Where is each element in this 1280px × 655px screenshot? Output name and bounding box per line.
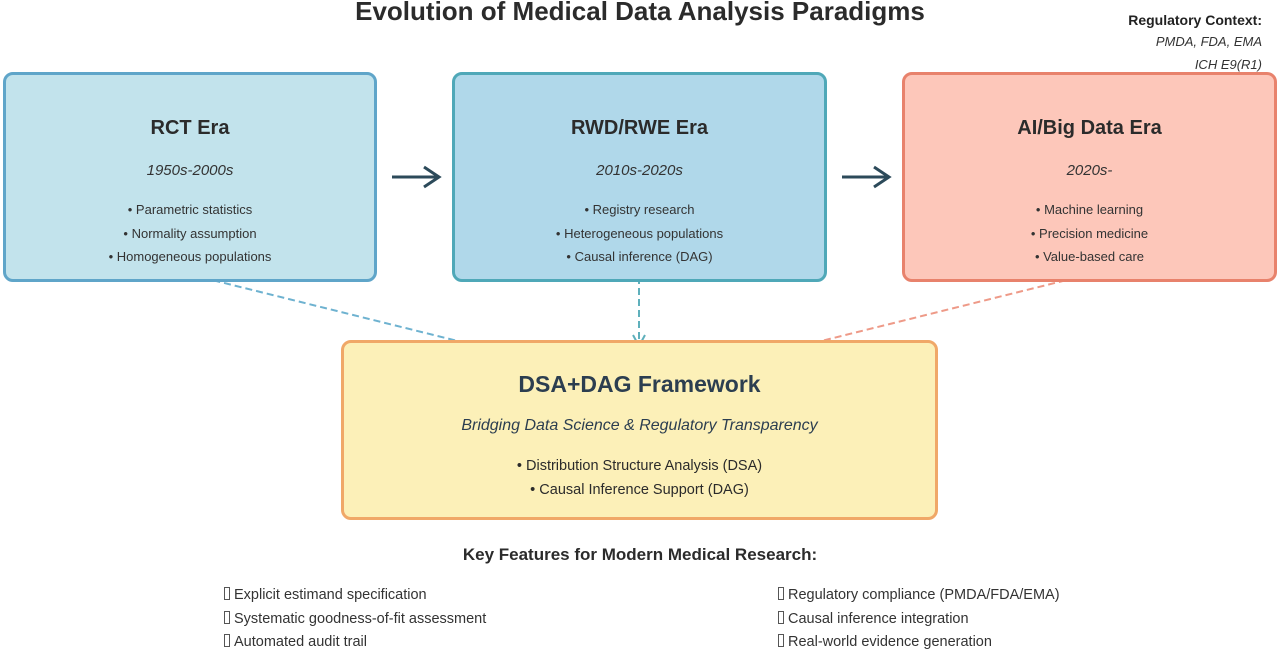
- era-item: • Precision medicine: [1030, 225, 1149, 241]
- regulatory-heading: Regulatory Context:: [1128, 12, 1262, 28]
- feature-label: Regulatory compliance (PMDA/FDA/EMA): [788, 587, 1060, 603]
- era-box-ai: AI/Big Data Era 2020s- • Machine learnin…: [902, 72, 1277, 282]
- feature-item: Regulatory compliance (PMDA/FDA/EMA): [778, 584, 1060, 608]
- feature-item: Causal inference integration: [778, 608, 1060, 632]
- era-item: • Homogeneous populations: [108, 249, 272, 264]
- era-item: • Parametric statistics: [127, 202, 253, 217]
- feature-label: Explicit estimand specification: [234, 587, 427, 603]
- framework-title: DSA+DAG Framework: [518, 371, 761, 397]
- box-glyph-icon: [224, 610, 230, 624]
- era-items: • Machine learning • Precision medicine …: [905, 198, 1274, 269]
- feature-label: Real-world evidence generation: [788, 634, 992, 650]
- regulatory-line: PMDA, FDA, EMA: [1155, 34, 1262, 49]
- dashed-connector-rct: [191, 274, 495, 351]
- era-period: 2020s-: [1066, 162, 1113, 179]
- era-period: 2010s-2020s: [596, 162, 683, 179]
- framework-item: • Causal Inference Support (DAG): [530, 481, 749, 498]
- era-title: RWD/RWE Era: [570, 117, 709, 139]
- era-title: AI/Big Data Era: [1017, 117, 1162, 139]
- regulatory-line: ICH E9(R1): [1194, 57, 1262, 72]
- arrow-rwd-to-ai-head: [873, 165, 892, 189]
- arrow-rct-to-rwd-head: [423, 165, 442, 189]
- era-box-rwd: RWD/RWE Era 2010s-2020s • Registry resea…: [452, 72, 827, 282]
- era-item: • Causal inference (DAG): [566, 249, 713, 264]
- feature-item: Explicit estimand specification: [224, 584, 486, 608]
- era-item: • Machine learning: [1035, 202, 1144, 217]
- era-period: 1950s-2000s: [146, 162, 234, 179]
- era-title: RCT Era: [150, 117, 230, 139]
- dashed-connector-ai: [784, 274, 1088, 351]
- era-item: • Normality assumption: [123, 225, 257, 241]
- framework-box: DSA+DAG Framework Bridging Data Science …: [341, 340, 938, 520]
- box-glyph-icon: [224, 634, 230, 647]
- framework-subtitle: Bridging Data Science & Regulatory Trans…: [461, 417, 818, 434]
- diagram-title: Evolution of Medical Data Analysis Parad…: [355, 0, 925, 26]
- framework-items: • Distribution Structure Analysis (DSA) …: [344, 455, 935, 502]
- feature-item: Real-world evidence generation: [778, 631, 1060, 655]
- era-box-rct: RCT Era 1950s-2000s • Parametric statist…: [3, 72, 377, 282]
- regulatory-context: Regulatory Context: PMDA, FDA, EMA ICH E…: [1128, 10, 1262, 76]
- feature-label: Systematic goodness-of-fit assessment: [234, 610, 487, 627]
- box-glyph-icon: [778, 634, 784, 647]
- feature-item: Systematic goodness-of-fit assessment: [224, 608, 486, 632]
- era-item: • Value-based care: [1034, 249, 1145, 264]
- era-items: • Parametric statistics • Normality assu…: [6, 198, 374, 269]
- framework-item: • Distribution Structure Analysis (DSA): [516, 458, 763, 474]
- era-items: • Registry research • Heterogeneous popu…: [455, 198, 824, 269]
- box-glyph-icon: [224, 587, 230, 600]
- era-item: • Registry research: [584, 202, 695, 217]
- key-features-right: Regulatory compliance (PMDA/FDA/EMA) Cau…: [778, 584, 1060, 655]
- feature-label: Automated audit trail: [234, 634, 367, 650]
- feature-item: Automated audit trail: [224, 631, 486, 655]
- feature-label: Causal inference integration: [788, 610, 969, 627]
- box-glyph-icon: [778, 610, 784, 624]
- era-item: • Heterogeneous populations: [555, 225, 724, 241]
- key-features-title: Key Features for Modern Medical Research…: [462, 545, 818, 564]
- box-glyph-icon: [778, 587, 784, 600]
- key-features-left: Explicit estimand specification Systemat…: [224, 584, 486, 655]
